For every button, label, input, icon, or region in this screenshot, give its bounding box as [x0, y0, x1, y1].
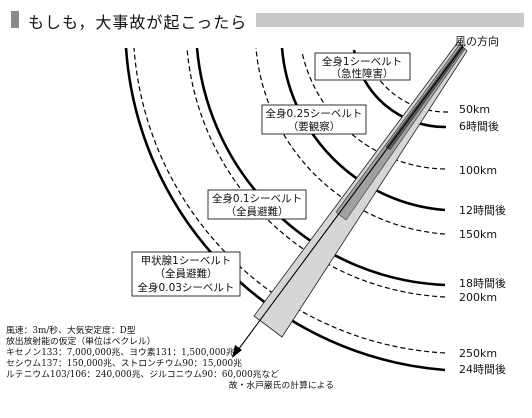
time-label-12h: 12時間後: [459, 203, 506, 217]
callout-1sv: 全身1シーベルト （急性障害）: [314, 52, 411, 81]
distance-label-250km: 250km: [459, 347, 497, 360]
callout-box: [261, 104, 367, 135]
note-line: 風速：3m/秒、大気安定度：D型: [6, 326, 136, 336]
time-arc-12h: [280, 47, 446, 212]
callout-line2: （全員避難）: [226, 205, 289, 218]
header-marker: [11, 11, 19, 28]
callout-line3: 全身0.03シーベルト: [138, 281, 235, 294]
section-header: もしも，大事故が起こったら: [8, 8, 524, 32]
callout-box: [314, 52, 411, 81]
callout-box: [207, 189, 307, 220]
callout-box: [131, 251, 241, 297]
note-line: キセノン133：7,000,000兆、ヨウ素131：1,500,000兆: [6, 348, 235, 358]
callout-line2: （急性障害）: [331, 67, 394, 80]
assumption-notes: 風速：3m/秒、大気安定度：D型 放出放射能の仮定（単位はベクレル） キセノン1…: [6, 326, 346, 392]
time-label-18h: 18時間後: [459, 276, 506, 290]
distance-label-150km: 150km: [459, 228, 497, 241]
radiation-plume: [232, 41, 468, 358]
distance-label-50km: 50km: [459, 103, 490, 116]
distance-label-200km: 200km: [459, 291, 497, 304]
callout-line2: （要観察）: [288, 120, 341, 133]
wind-arrow-shaft: [237, 45, 464, 351]
dist-arc-100km: [301, 51, 446, 170]
callout-thyroid: 甲状腺1シーベルト （全員避難） 全身0.03シーベルト: [131, 251, 241, 297]
note-line: ルテニウム103/106：240,000兆、ジルコニウム90：60,000兆など: [6, 370, 280, 380]
callout-line1: 全身1シーベルト: [322, 55, 402, 68]
callout-line1: 全身0.25シーベルト: [266, 107, 363, 120]
time-label-6h: 6時間後: [459, 119, 499, 133]
dist-arc-150km: [255, 47, 446, 235]
note-line: 放出放射能の仮定（単位はベクレル）: [6, 337, 156, 347]
note-source: 故・水戸巌氏の計算による: [228, 381, 334, 391]
callout-025sv: 全身0.25シーベルト （要観察）: [261, 104, 367, 135]
callout-line1: 全身0.1シーベルト: [212, 192, 302, 205]
header-bar: [256, 13, 524, 27]
note-line: セシウム137：150,000兆、ストロンチウム90：15,000兆: [6, 359, 242, 369]
dist-arc-200km: [186, 47, 446, 298]
page-title: もしも，大事故が起こったら: [28, 13, 248, 32]
dist-arc-50km: [375, 74, 449, 113]
wind-direction-label: 風の方向: [455, 34, 499, 48]
callout-line2: （全員避難）: [155, 267, 218, 280]
wind-arrow-head: [232, 345, 242, 358]
distance-label-100km: 100km: [459, 164, 497, 177]
callout-line1: 甲状腺1シーベルト: [141, 254, 232, 267]
time-label-24h: 24時間後: [459, 362, 506, 376]
callout-01sv: 全身0.1シーベルト （全員避難）: [207, 189, 307, 220]
